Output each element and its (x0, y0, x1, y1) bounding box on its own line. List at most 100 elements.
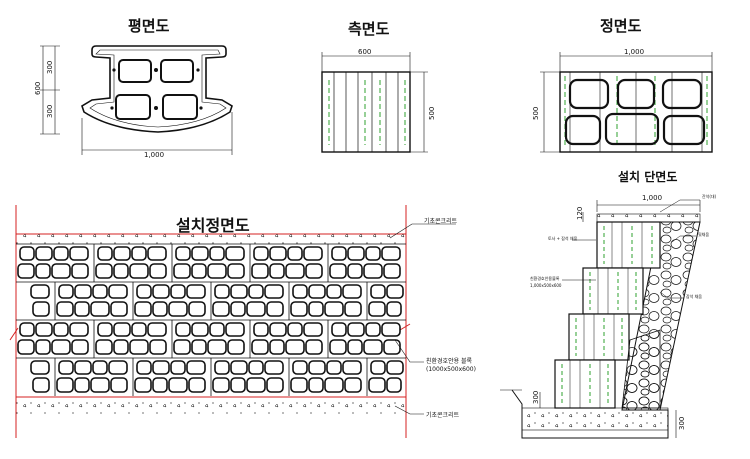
wall-block-cell (168, 301, 188, 317)
note-sec-top-right: 잔석(대) (702, 194, 717, 199)
note-sec-block-size: 1,000x500x600 (530, 283, 562, 288)
wall-block-cell (370, 360, 386, 375)
wall-block-cell (290, 377, 308, 393)
section-bottom-left-dim: 300 (532, 391, 540, 404)
front-view-title: 정면도 (600, 17, 642, 35)
wall-block-cell (225, 322, 245, 337)
wall-block-cell (173, 339, 191, 355)
wall-block-cell (287, 322, 303, 337)
plan-view-title: 평면도 (128, 17, 170, 35)
section-view-title: 설치 단면도 (618, 170, 678, 184)
wall-block-cell (308, 360, 326, 375)
note-block-name: 친환경호안용 블록 (426, 358, 473, 365)
wall-block-cell (290, 301, 308, 317)
wall-block-cell (186, 284, 206, 299)
wall-block-cell (347, 322, 365, 337)
note-sec-block-name: 친환경호안용블록 (530, 276, 560, 281)
wall-block-cell (19, 322, 35, 337)
wall-block-cell (342, 284, 362, 299)
wall-block-cell (287, 246, 303, 261)
wall-block-cell (30, 284, 50, 299)
wall-block-cell (35, 263, 51, 279)
wall-block-cell (324, 377, 344, 393)
wall-block-cell (134, 377, 152, 393)
wall-block-cell (32, 301, 50, 317)
plan-height-dim: 600 (34, 82, 42, 95)
wall-block-cell (110, 377, 128, 393)
wall-block-cell (266, 377, 284, 393)
front-width-dim: 1,000 (624, 48, 644, 56)
wall-block-cell (246, 377, 266, 393)
side-view: 600 500 (321, 48, 436, 153)
wall-block-cell (90, 301, 110, 317)
wall-block-cell (230, 360, 248, 375)
wall-block-cell (230, 284, 248, 299)
wall-block-cell (175, 322, 191, 337)
wall-block-cell (108, 284, 128, 299)
wall-block-cell (326, 360, 342, 375)
note-top-concrete: 기초콘크리트 (424, 218, 458, 225)
wall-block-cell (368, 301, 386, 317)
wall-block-cell (149, 263, 167, 279)
wall-block-cell (173, 263, 191, 279)
wall-block-cell (175, 246, 191, 261)
wall-block-cell (207, 339, 227, 355)
wall-block-cell (113, 263, 129, 279)
wall-block-cell (383, 263, 401, 279)
wall-block-cell (131, 246, 147, 261)
wall-block-cell (368, 377, 386, 393)
wall-block-cell (147, 322, 167, 337)
plan-width-dim: 1,000 (144, 151, 164, 159)
wall-block-cell (134, 301, 152, 317)
wall-block-cell (326, 284, 342, 299)
wall-block-cell (386, 377, 402, 393)
wall-block-cell (269, 263, 285, 279)
wall-block-cell (56, 301, 74, 317)
wall-block-cell (92, 284, 108, 299)
wall-block-cell (269, 246, 287, 261)
wall-block-cell (251, 263, 269, 279)
wall-block-cell (149, 339, 167, 355)
wall-block-cell (131, 322, 147, 337)
wall-block-cell (35, 322, 53, 337)
wall-block-cell (71, 263, 89, 279)
wall-block-cell (344, 377, 362, 393)
wall-block-cell (225, 246, 245, 261)
wall-block-cell (212, 301, 230, 317)
wall-block-cell (69, 246, 89, 261)
wall-block-cell (230, 377, 246, 393)
wall-block-cell (17, 263, 35, 279)
wall-block-cell (383, 339, 401, 355)
wall-block-cell (305, 339, 323, 355)
wall-block-cell (363, 263, 383, 279)
wall-block-cell (305, 263, 323, 279)
wall-block-cell (136, 360, 152, 375)
wall-block-cell (308, 301, 324, 317)
side-view-title: 측면도 (348, 20, 390, 38)
wall-block-cell (152, 377, 168, 393)
wall-block-cell (269, 339, 285, 355)
wall-block-cell (207, 263, 227, 279)
wall-block-cell (285, 263, 305, 279)
wall-block-cell (69, 322, 89, 337)
wall-block-cell (246, 301, 266, 317)
wall-block-cell (170, 360, 186, 375)
wall-block-cell (97, 246, 113, 261)
wall-block-cell (191, 339, 207, 355)
wall-block-cell (303, 322, 323, 337)
wall-block-cell (147, 246, 167, 261)
install-front-title: 설치정면도 (176, 216, 250, 235)
wall-block-cell (58, 360, 74, 375)
side-width-dim: 600 (358, 48, 371, 56)
wall-block-cell (227, 339, 245, 355)
section-top-width-dim: 1,000 (642, 194, 662, 202)
wall-block-cell (292, 284, 308, 299)
wall-block-cell (108, 360, 128, 375)
wall-block-cell (17, 339, 35, 355)
plan-view: 1,000 600 300 300 (34, 45, 233, 159)
wall-block-cell (365, 322, 381, 337)
wall-block-cell (344, 301, 362, 317)
wall-block-cell (152, 301, 168, 317)
wall-block-cell (56, 377, 74, 393)
